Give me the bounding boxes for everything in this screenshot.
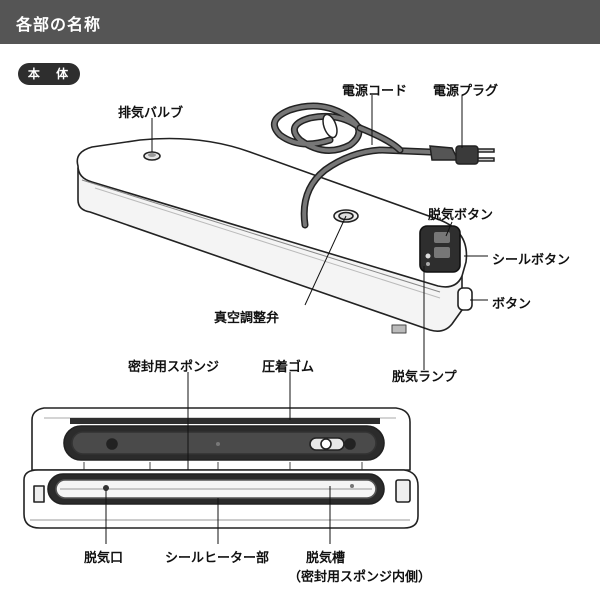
section-header: 各部の名称 bbox=[0, 0, 600, 44]
label-power-plug: 電源プラグ bbox=[433, 84, 499, 99]
label-exhaust-valve: 排気バルブ bbox=[118, 106, 184, 121]
leader-lines-bottom bbox=[105, 372, 331, 544]
label-button: ボタン bbox=[492, 297, 532, 312]
label-degas-port: 脱気口 bbox=[84, 551, 124, 566]
label-seal-heater: シールヒーター部 bbox=[165, 551, 270, 566]
power-cord bbox=[270, 102, 434, 229]
label-degas-chamber-sub: （密封用スポンジ内側） bbox=[288, 570, 432, 585]
label-vacuum-valve: 真空調整弁 bbox=[214, 311, 280, 326]
label-degas-lamp: 脱気ランプ bbox=[392, 370, 457, 385]
section-title: 各部の名称 bbox=[16, 15, 102, 34]
power-plug bbox=[429, 145, 495, 165]
label-seal-sponge: 密封用スポンジ bbox=[128, 360, 220, 375]
label-degas-chamber: 脱気槽 bbox=[306, 551, 346, 566]
label-pressure-rubber: 圧着ゴム bbox=[262, 360, 315, 375]
device-open bbox=[23, 407, 419, 529]
device-closed bbox=[76, 137, 473, 334]
main-body-badge: 本 体 bbox=[18, 63, 80, 85]
label-degas-button: 脱気ボタン bbox=[428, 208, 494, 223]
label-power-cord: 電源コード bbox=[342, 84, 408, 99]
label-seal-button: シールボタン bbox=[492, 253, 571, 268]
leader-lines-top bbox=[151, 95, 488, 370]
